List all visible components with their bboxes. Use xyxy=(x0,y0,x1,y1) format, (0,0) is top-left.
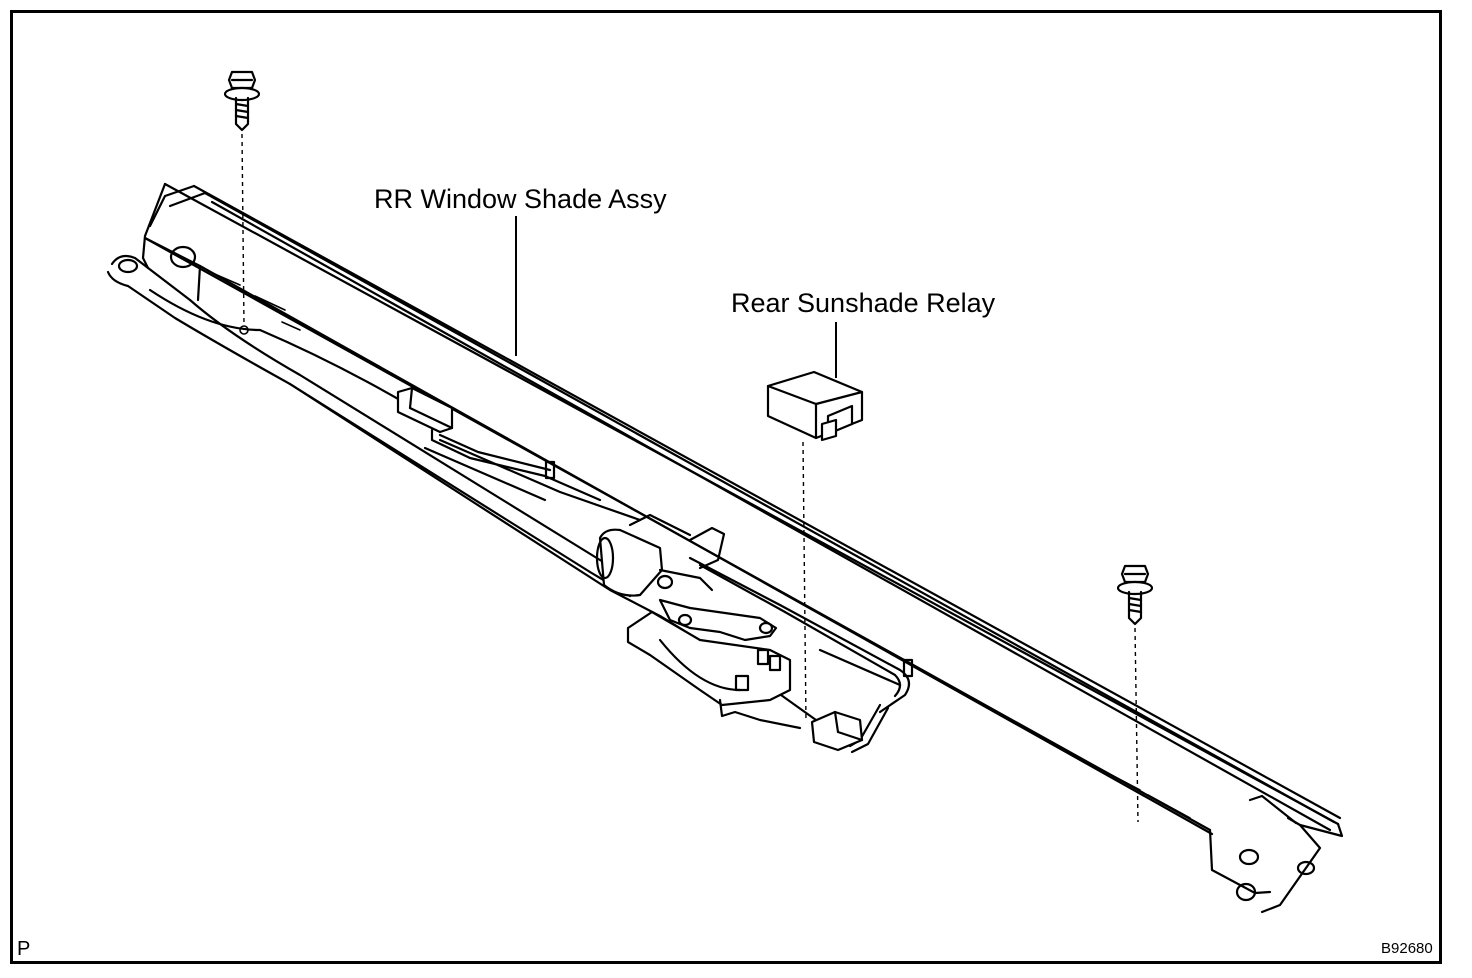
figure-code: B92680 xyxy=(1381,940,1433,957)
rear-sunshade-relay xyxy=(766,370,864,442)
motor xyxy=(595,513,802,730)
relay-guide xyxy=(802,441,807,723)
relay-label: Rear Sunshade Relay xyxy=(731,288,996,318)
corner-mark: P xyxy=(17,938,31,960)
relay-mount-connector xyxy=(810,710,864,752)
diagram-frame xyxy=(10,10,1442,964)
bolt-left xyxy=(223,70,261,132)
bolt-right-guide xyxy=(1134,627,1139,823)
bolt-right xyxy=(1116,564,1154,626)
shade-assy-label: RR Window Shade Assy xyxy=(374,184,667,214)
drive-cable xyxy=(688,556,914,754)
rail-connector xyxy=(396,386,602,502)
shade-assy-rail xyxy=(141,182,1344,914)
bolt-left-guide xyxy=(241,133,245,327)
